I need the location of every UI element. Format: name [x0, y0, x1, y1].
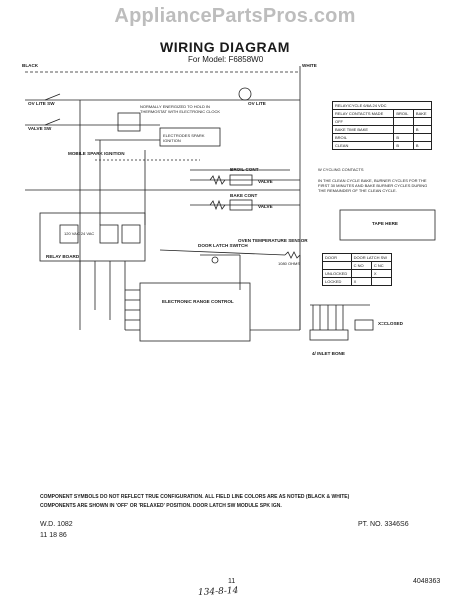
x-closed-label: X=CLOSED: [378, 321, 403, 326]
relay-table: RELAY/CYCLE 6/6A 24 VDC RELAY CONTACTS M…: [331, 101, 433, 150]
spark-module-box: [117, 112, 141, 132]
transformer-label: 120 VAC 24 VAC: [64, 231, 95, 236]
normally-energized-note: NORMALLY ENERGIZED TO HOLD IN THERMOSTAT…: [140, 104, 221, 114]
valve-switch: [44, 118, 61, 126]
diagram-title: WIRING DIAGRAM: [160, 39, 290, 55]
oven-light: [238, 87, 252, 101]
relay-board-label: RELAY BOARD: [46, 254, 80, 259]
ov-lite-label: OV LITE: [248, 101, 266, 106]
bake-cont-label: BAKE CONT: [230, 193, 258, 198]
bake-valve-label: VALVE: [258, 204, 273, 209]
relay-table-header: RELAY/CYCLE 6/6A 24 VDC: [332, 101, 432, 110]
ov-lite-sw-label: OV LITE SW: [28, 101, 55, 106]
clean-cycle-note: IN THE CLEAN CYCLE BAKE, BURNER CYCLES F…: [318, 178, 428, 193]
document-number: 4048363: [413, 578, 441, 585]
door-latch-switch-label: DOOR LATCH SWITCH: [198, 243, 248, 248]
cycling-contacts-label: W CYCLING CONTACTS: [318, 167, 364, 172]
door-latch-switch: [211, 256, 219, 264]
kitchen-terminal-block: [309, 329, 349, 341]
erc-label: ELECTRONIC RANGE CONTROL: [162, 299, 234, 304]
mobile-spark-ignition-label: MOBILE SPARK IGNITION: [68, 151, 125, 156]
valve-sw-label: VALVE SW: [28, 126, 52, 131]
oven-temp-sensor: [284, 251, 301, 259]
transformer: [59, 224, 79, 244]
ov-lite-switch: [44, 93, 61, 101]
electronic-range-control: [139, 282, 251, 342]
broil-cont-label: BROIL CONT: [230, 167, 259, 172]
watermark: AppliancePartsPros.com: [114, 5, 356, 27]
black-label: BLACK: [22, 63, 39, 68]
page-number: 11: [228, 578, 236, 585]
note-line-1: COMPONENT SYMBOLS DO NOT REFLECT TRUE CO…: [40, 494, 350, 500]
diagram-date: 11 18 86: [40, 532, 67, 539]
relay-board: [39, 212, 146, 262]
electrodes-box: [159, 127, 221, 147]
tape-here-label: TAPE HERE: [372, 221, 398, 226]
broil-valve-label: VALVE: [258, 179, 273, 184]
note-line-2: COMPONENTS ARE SHOWN IN 'OFF' OR 'RELAXE…: [40, 503, 282, 509]
x-closed-box: [354, 319, 374, 331]
terminal-block-label: 4/ INLET BONE: [312, 351, 345, 356]
component-notes: COMPONENT SYMBOLS DO NOT REFLECT TRUE CO…: [40, 493, 349, 511]
wd-number: W.D. 1082: [40, 521, 73, 528]
tape-here-box: [339, 209, 436, 241]
electrodes-label: ELECTRODES SPARK IGNITION: [163, 133, 205, 143]
oven-temp-sensor-label: OVEN TEMPERATURE SENSOR: [238, 238, 308, 243]
model-subtitle: For Model: F6858W0: [188, 55, 264, 64]
part-number: PT. NO. 3346S6: [358, 521, 409, 528]
sensor-resistance: 1080 OHMS: [278, 261, 301, 266]
white-label: WHITE: [302, 63, 317, 68]
